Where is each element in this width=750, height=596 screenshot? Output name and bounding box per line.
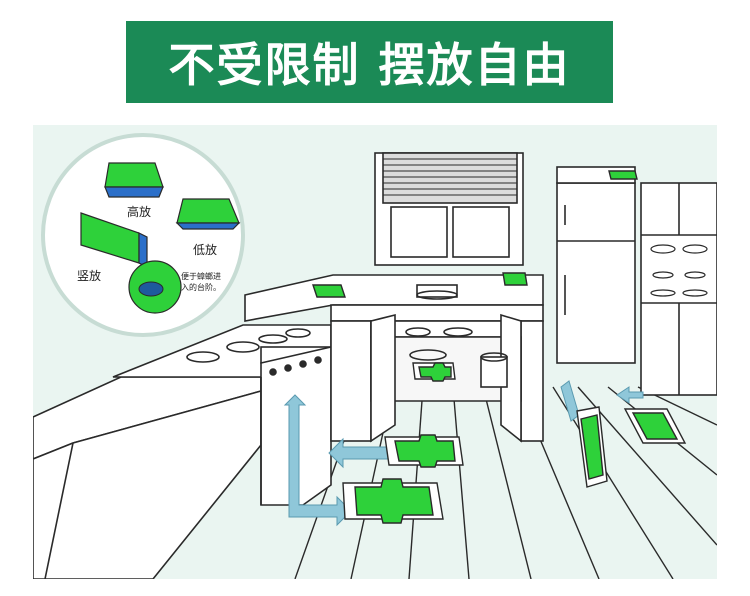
- title-banner: 不受限制 摆放自由: [126, 21, 613, 103]
- trap-icon: [80, 212, 148, 268]
- arrow-icon: [283, 380, 644, 527]
- kitchen-drawing: [33, 133, 717, 579]
- label-low: 低放: [193, 243, 218, 257]
- right-cabinet: [640, 182, 717, 396]
- left-counter: [33, 376, 262, 579]
- trap-icon: [175, 198, 241, 230]
- banner-title: 不受限制 摆放自由: [168, 38, 571, 92]
- window: [374, 152, 524, 266]
- label-high: 高放: [127, 205, 152, 219]
- cockroach-icon: [128, 260, 182, 314]
- inset-circle: [41, 133, 245, 337]
- inset-note: 便于蟑螂进入的台阶。: [181, 272, 221, 292]
- trap-icon: [104, 162, 164, 198]
- stove: [112, 324, 332, 506]
- refrigerator: [556, 166, 636, 364]
- kitchen-illustration: 高放 低放 竖放 便于蟑螂进入的台阶。: [33, 125, 717, 579]
- label-vertical: 竖放: [77, 269, 102, 283]
- trap-icon: [312, 170, 687, 524]
